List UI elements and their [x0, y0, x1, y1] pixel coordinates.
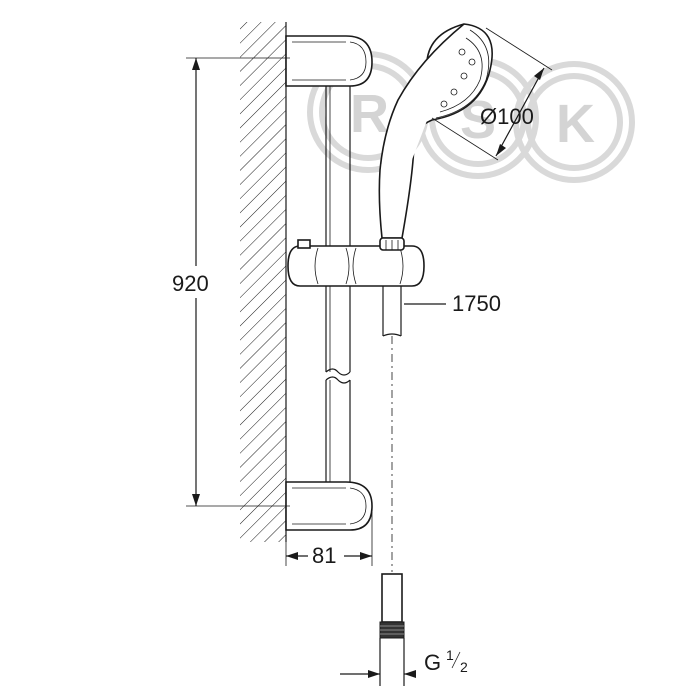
hose-length-label: 1750	[452, 291, 501, 316]
hand-shower	[378, 23, 493, 251]
thread-dimension: G 1 2	[340, 647, 468, 678]
height-dimension: 920	[168, 57, 290, 507]
thread-size-letter: G	[424, 650, 441, 675]
depth-dimension: 81	[285, 512, 373, 568]
watermark-letter-k: K	[556, 94, 595, 154]
top-wall-bracket	[285, 35, 373, 87]
diameter-dimension: Ø100	[431, 27, 553, 161]
slide-rail	[325, 86, 351, 482]
thread-size-numerator: 1	[446, 647, 454, 663]
diameter-dimension-label: Ø100	[480, 104, 534, 129]
height-dimension-label: 920	[172, 271, 209, 296]
depth-dimension-label: 81	[312, 543, 336, 568]
watermark-letter-r: R	[350, 84, 389, 144]
shower-hose	[379, 286, 405, 686]
thread-size-denominator: 2	[460, 659, 468, 675]
sliding-holder	[287, 239, 425, 287]
bottom-wall-bracket	[285, 481, 373, 531]
hose-length-callout: 1750	[404, 291, 501, 316]
wall-hatching	[240, 22, 287, 542]
